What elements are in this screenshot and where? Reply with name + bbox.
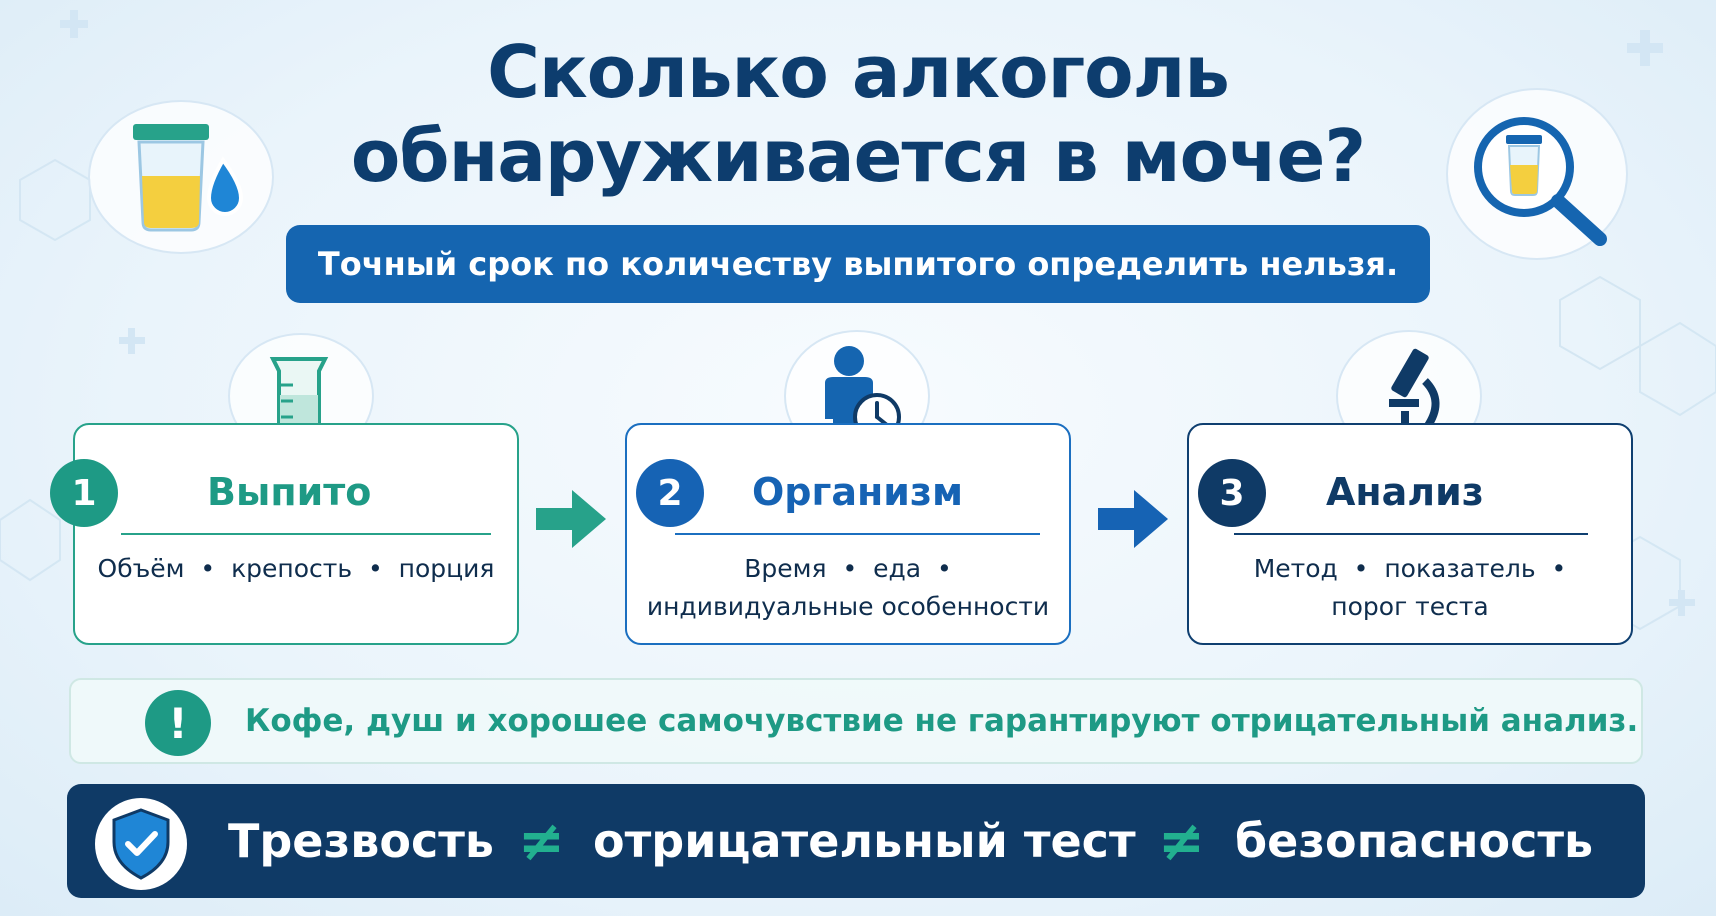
subtitle-text: Точный срок по количеству выпитого опред… [317,245,1399,283]
step-text-2-line-1: Время • еда • [744,554,952,583]
step-title-3: Анализ [1326,470,1484,514]
step-title-2: Организм [752,470,964,514]
step-number-1: 1 [50,459,118,527]
bottom-banner [67,784,1645,898]
bottom-text-negative-test: отрицательный тест [593,814,1136,868]
card-divider [675,533,1040,535]
step-text-2: Время • еда • индивидуальные особенности [625,550,1071,626]
subtitle-banner: Точный срок по количеству выпитого опред… [286,225,1430,303]
step-title-1: Выпито [207,470,372,514]
magnifier-icon [1446,88,1628,260]
bottom-text-safety: безопасность [1235,814,1594,868]
not-equal-icon: ≠ [518,808,565,874]
title-line-2: обнаруживается в моче? [350,114,1366,198]
step-number-3: 3 [1198,459,1266,527]
warning-text: Кофе, душ и хорошее самочувствие не гара… [245,703,1639,739]
card-divider [1234,533,1588,535]
warning-banner [69,678,1643,764]
arrow-right-icon [536,490,606,548]
bottom-text-sobriety: Трезвость [228,814,494,868]
step-number-2: 2 [636,459,704,527]
step-text-1-line-1: Объём • крепость • порция [97,554,495,583]
not-equal-icon: ≠ [1158,808,1205,874]
page-title: Сколько алкоголь обнаруживается в моче? [0,30,1716,198]
exclamation-icon: ! [145,690,211,756]
step-text-3-line-2: порог теста [1331,592,1489,621]
step-text-3: Метод • показатель • порог теста [1187,550,1633,626]
shield-check-icon [95,798,187,890]
title-line-1: Сколько алкоголь [487,30,1230,114]
step-text-3-line-1: Метод • показатель • [1253,554,1567,583]
sample-cup-icon [88,100,274,254]
arrow-right-icon [1098,490,1168,548]
card-divider [121,533,491,535]
step-text-1: Объём • крепость • порция [73,550,519,588]
step-text-2-line-2: индивидуальные особенности [646,592,1050,621]
